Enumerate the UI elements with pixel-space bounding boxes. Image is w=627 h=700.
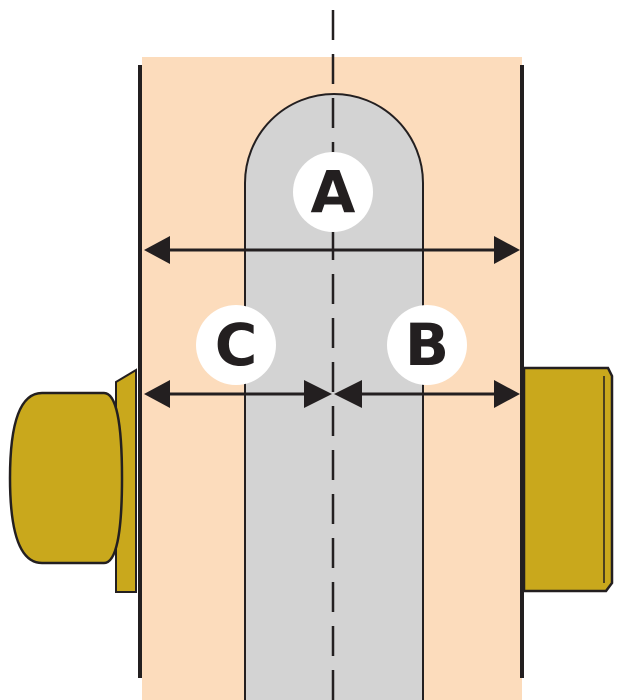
- left-knob-cap: [8, 391, 124, 565]
- dimension-a-arrow: [144, 236, 520, 264]
- right-knob-body: [522, 366, 614, 593]
- left-knob: [8, 368, 137, 593]
- dimension-c-arrow: [144, 380, 332, 408]
- label-c-badge: C: [196, 305, 276, 385]
- center-slot: [244, 93, 424, 700]
- label-c: C: [215, 311, 258, 379]
- label-b-badge: B: [387, 305, 467, 385]
- label-a: A: [311, 158, 356, 226]
- label-b: B: [405, 311, 449, 379]
- dimension-b-arrow: [334, 380, 520, 408]
- label-a-badge: A: [293, 152, 373, 232]
- right-knob: [522, 366, 614, 593]
